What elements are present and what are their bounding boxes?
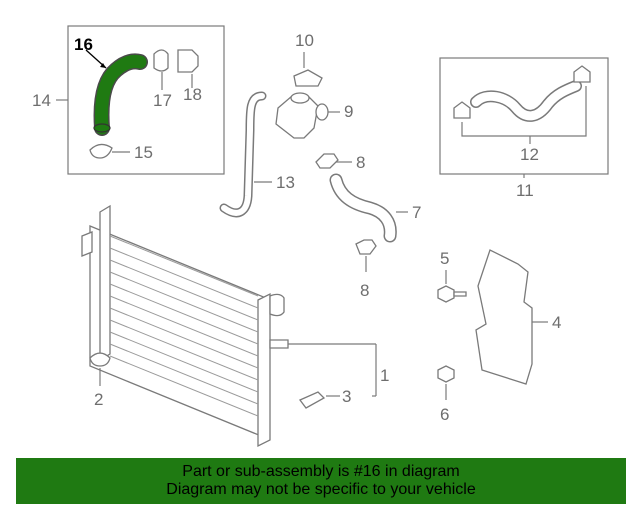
drain-plug-3[interactable] — [298, 391, 326, 409]
banner-line-1: Part or sub-assembly is #16 in diagram — [182, 463, 460, 480]
info-banner: Part or sub-assembly is #16 in diagram D… — [16, 458, 626, 504]
callout-6: 6 — [440, 405, 449, 424]
callout-10: 10 — [295, 31, 314, 50]
mount-2[interactable] — [89, 352, 111, 367]
callout-8-lower: 8 — [360, 281, 369, 300]
callout-11: 11 — [516, 181, 534, 200]
hose-13[interactable] — [219, 91, 267, 218]
callout-7: 7 — [412, 203, 421, 222]
air-guide-4[interactable] — [475, 249, 533, 385]
callout-12: 12 — [520, 145, 539, 164]
bolt-5[interactable] — [437, 285, 455, 303]
callout-14: 14 — [32, 91, 51, 110]
callout-18: 18 — [183, 85, 202, 104]
callout-15: 15 — [134, 143, 153, 162]
bolt-6[interactable] — [437, 365, 455, 383]
clamp-17[interactable] — [153, 49, 169, 72]
callout-2: 2 — [94, 390, 103, 409]
radiator[interactable] — [81, 204, 289, 448]
callout-3: 3 — [342, 387, 351, 406]
fitting-18[interactable] — [177, 49, 199, 73]
callout-13: 13 — [276, 173, 295, 192]
callout-17: 17 — [153, 91, 172, 110]
banner-line-2: Diagram may not be specific to your vehi… — [166, 481, 476, 498]
callout-4: 4 — [552, 313, 561, 332]
hose-16[interactable] — [95, 54, 147, 135]
callout-16: 16 — [74, 35, 93, 54]
cap-10[interactable] — [293, 69, 323, 87]
clip-15[interactable] — [89, 143, 113, 159]
clamp-8-lower[interactable] — [355, 239, 377, 255]
callout-1: 1 — [380, 366, 389, 385]
clamp-8-upper[interactable] — [315, 153, 339, 169]
callout-5: 5 — [440, 249, 449, 268]
callout-8-upper: 8 — [356, 153, 365, 172]
callout-9: 9 — [344, 102, 353, 121]
